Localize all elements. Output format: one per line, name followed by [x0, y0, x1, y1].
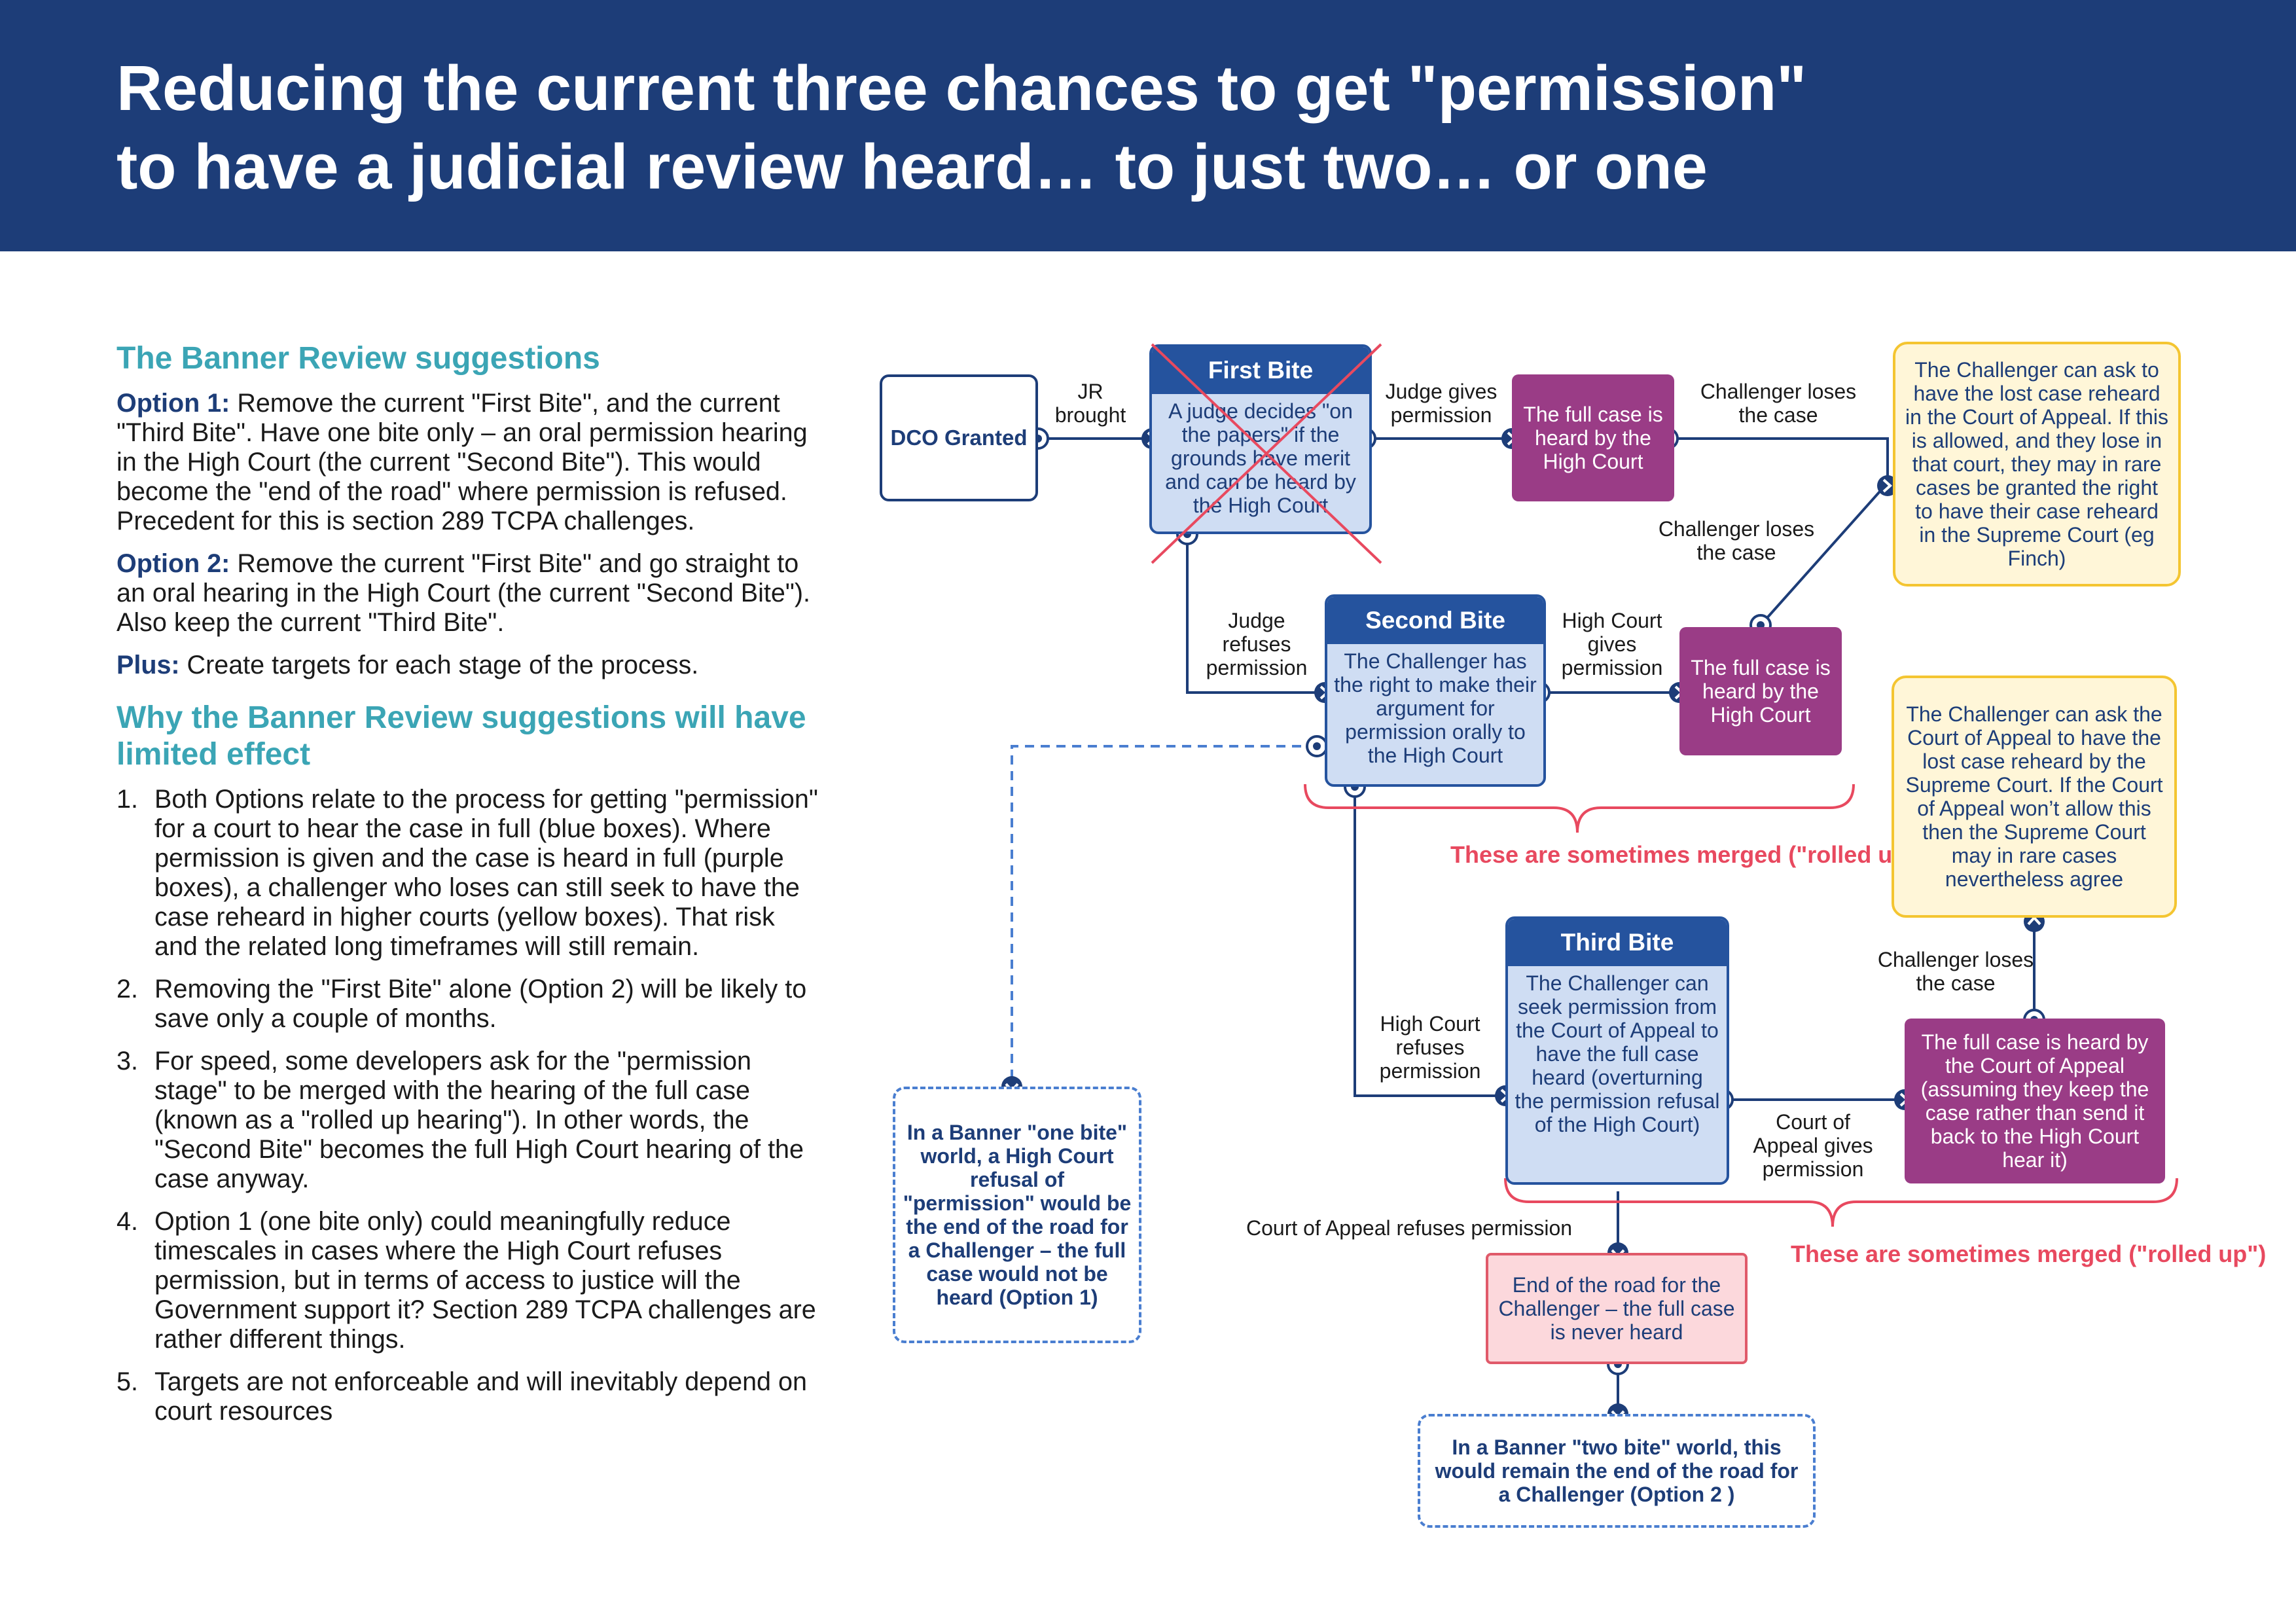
- two-bite-note-box: In a Banner "two bite" world, this would…: [1418, 1414, 1816, 1528]
- label-hc-refuses: High Court refuses permission: [1379, 1012, 1481, 1083]
- list-number: 1.: [117, 785, 138, 814]
- first-bite-title: First Bite: [1152, 347, 1369, 394]
- header-banner: Reducing the current three chances to ge…: [0, 0, 2296, 251]
- list-item: 2. Removing the "First Bite" alone (Optio…: [117, 975, 823, 1034]
- label-judge-refuses: Judge refuses permission: [1206, 609, 1308, 679]
- option-1-text: Remove the current "First Bite", and the…: [117, 389, 808, 535]
- second-bite-body: The Challenger has the right to make the…: [1334, 649, 1537, 767]
- second-bite-title: Second Bite: [1327, 597, 1543, 644]
- third-bite-box: Third Bite The Challenger can seek permi…: [1505, 916, 1729, 1185]
- list-text: Both Options relate to the process for g…: [154, 785, 818, 961]
- plus-paragraph: Plus: Create targets for each stage of t…: [117, 651, 823, 680]
- plus-text: Create targets for each stage of the pro…: [179, 651, 699, 679]
- label-challenger-loses-2: Challenger loses the case: [1658, 517, 1815, 564]
- label-judge-gives: Judge gives permission: [1385, 380, 1498, 427]
- first-bite-box: First Bite A judge decides "on the paper…: [1149, 344, 1372, 534]
- section-heading-suggestions: The Banner Review suggestions: [117, 341, 600, 376]
- brace-merged-1: [1304, 784, 1855, 833]
- option-2-paragraph: Option 2: Remove the current "First Bite…: [117, 549, 823, 638]
- plus-label: Plus:: [117, 651, 180, 679]
- list-number: 5.: [117, 1367, 138, 1396]
- full-case-high-court-box-2: The full case is heard by the High Court: [1679, 627, 1842, 755]
- left-text-column: The Banner Review suggestions Option 1: …: [117, 340, 823, 1439]
- list-item: 5. Targets are not enforceable and will i…: [117, 1367, 823, 1426]
- dashed-connector-one-bite: [1011, 745, 1317, 1087]
- connector-first-second-bite: [1186, 534, 1325, 694]
- list-item: 3. For speed, some developers ask for the…: [117, 1047, 823, 1194]
- full-case-coa-box: The full case is heard by the Court of A…: [1905, 1019, 2165, 1183]
- brace-merged-2: [1504, 1178, 2178, 1227]
- label-challenger-loses-3: Challenger loses the case: [1877, 948, 2034, 995]
- dco-granted-box: DCO Granted: [880, 374, 1038, 501]
- option-2-text: Remove the current "First Bite" and go s…: [117, 549, 811, 637]
- list-text: Targets are not enforceable and will ine…: [154, 1367, 807, 1426]
- list-text: Option 1 (one bite only) could meaningfu…: [154, 1207, 816, 1354]
- merged-note-2: These are sometimes merged ("rolled up"): [1791, 1240, 2267, 1267]
- label-challenger-loses-1: Challenger loses the case: [1700, 380, 1857, 427]
- end-of-road-box: End of the road for the Challenger – the…: [1486, 1253, 1748, 1364]
- label-coa-gives: Court of Appeal gives permission: [1753, 1110, 1873, 1181]
- connector-second-third-bite: [1354, 787, 1505, 1097]
- label-hc-gives: High Court gives permission: [1561, 609, 1663, 679]
- reasons-list: 1. Both Options relate to the process for…: [117, 785, 823, 1426]
- first-bite-body: A judge decides "on the papers" if the g…: [1165, 399, 1356, 517]
- option-2-label: Option 2:: [117, 549, 230, 578]
- section-heading-limited-effect: Why the Banner Review suggestions will h…: [117, 700, 806, 772]
- connector-full-case-yellow: [1668, 437, 1889, 486]
- label-jr-brought: JR brought: [1054, 380, 1126, 427]
- third-bite-title: Third Bite: [1508, 919, 1727, 966]
- title-line-2: to have a judicial review heard… to just…: [117, 131, 1708, 202]
- one-bite-note-box: In a Banner "one bite" world, a High Cou…: [893, 1087, 1141, 1343]
- strike-through-cross-icon: [1151, 343, 1382, 564]
- yellow-box-supreme-court-1: The Challenger can ask to have the lost …: [1893, 342, 2181, 586]
- list-text: Removing the "First Bite" alone (Option …: [154, 975, 807, 1033]
- yellow-box-supreme-court-2: The Challenger can ask the Court of Appe…: [1892, 676, 2177, 918]
- list-item: 4. Option 1 (one bite only) could meaning…: [117, 1207, 823, 1354]
- list-number: 2.: [117, 975, 138, 1003]
- label-coa-refuses: Court of Appeal refuses permission: [1246, 1216, 1573, 1240]
- second-bite-box: Second Bite The Challenger has the right…: [1325, 594, 1546, 787]
- third-bite-body: The Challenger can seek permission from …: [1515, 971, 1720, 1136]
- option-1-label: Option 1:: [117, 389, 230, 418]
- list-number: 4.: [117, 1207, 138, 1236]
- full-case-high-court-box-1: The full case is heard by the High Court: [1512, 374, 1674, 501]
- list-text: For speed, some developers ask for the "…: [154, 1047, 804, 1193]
- list-number: 3.: [117, 1047, 138, 1075]
- option-1-paragraph: Option 1: Remove the current "First Bite…: [117, 389, 823, 536]
- connector-full-case-2-yellow: [1759, 484, 1886, 626]
- merged-note-1: These are sometimes merged ("rolled up"): [1450, 841, 1926, 868]
- title-line-1: Reducing the current three chances to ge…: [117, 52, 1807, 124]
- list-item: 1. Both Options relate to the process for…: [117, 785, 823, 962]
